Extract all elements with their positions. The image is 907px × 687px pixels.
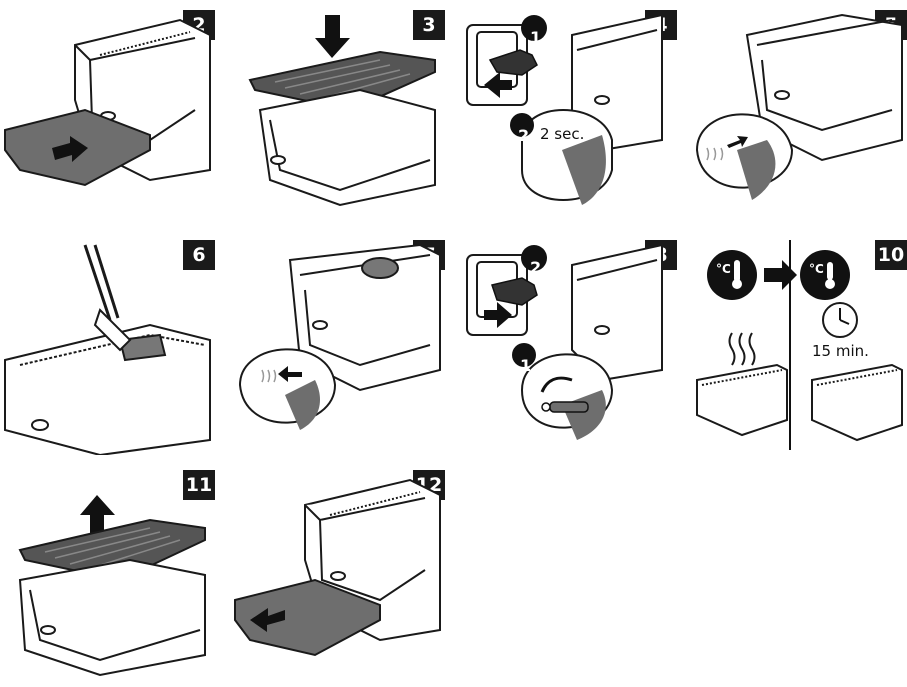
step-7-panel: 7 <box>230 240 445 455</box>
cool-down-illustration <box>696 250 903 442</box>
grill-plate-remove-illustration <box>18 495 206 677</box>
grill-drawer-insert-illustration <box>4 18 211 187</box>
marker-2-label: 2 <box>518 126 530 145</box>
plug-icon <box>491 277 538 306</box>
step-3-panel: 3 <box>230 10 445 225</box>
hold-duration-label: 2 sec. <box>540 125 585 143</box>
thermometer-icon <box>800 250 850 300</box>
push-arrow-icon <box>52 136 88 162</box>
push-arrow-icon <box>484 72 512 98</box>
marker-1-label: 1 <box>520 356 532 375</box>
step-8-panel: 8 2 1 <box>462 240 677 455</box>
celsius-label-hot: °C <box>716 262 731 276</box>
food-tongs-illustration <box>4 244 211 455</box>
step-5-panel: 5 <box>692 10 907 225</box>
plug-icon <box>488 49 538 76</box>
heat-waves-icon <box>706 147 724 161</box>
heat-waves-icon <box>261 369 277 383</box>
step-marker-1 <box>512 343 536 367</box>
step-12-panel: 12 <box>230 470 445 685</box>
celsius-label-cool: °C <box>809 262 824 276</box>
step-number-badge: 11 <box>183 470 215 500</box>
marker-1-label: 1 <box>530 28 542 47</box>
arrow-icon <box>764 260 797 290</box>
pull-arrow-icon <box>250 608 285 632</box>
step-11-panel: 11 <box>0 470 215 685</box>
drip-tray <box>234 578 381 657</box>
step-marker-2 <box>521 245 547 271</box>
step-marker-1 <box>521 15 547 41</box>
step-number-badge: 10 <box>875 240 907 270</box>
up-arrow-icon <box>80 495 115 535</box>
step-2-panel: 2 <box>0 10 215 225</box>
grill-plate-place-illustration <box>248 15 436 207</box>
step-number-badge: 6 <box>183 240 215 270</box>
step-10-panel: 10 °C °C 15 min. <box>692 240 907 455</box>
step-marker-2 <box>510 113 534 137</box>
unplug-illustration <box>466 243 663 440</box>
pull-arrow-icon <box>484 302 512 328</box>
thermometer-icon <box>707 250 757 300</box>
step-6-panel: 6 <box>0 240 215 455</box>
step-4-panel: 4 1 2 2 sec. <box>462 10 677 225</box>
drip-tray-remove-illustration <box>234 478 441 657</box>
switch-off-illustration <box>238 243 441 430</box>
plug-in-power-illustration <box>466 13 663 205</box>
arrow-icon <box>278 366 302 382</box>
heat-waves-icon <box>728 332 756 366</box>
tongs-icon <box>83 244 120 321</box>
wait-time-label: 15 min. <box>812 342 869 360</box>
step-number-badge: 3 <box>413 10 445 40</box>
down-arrow-icon <box>315 15 350 58</box>
rotate-arrow-icon <box>540 376 573 393</box>
marker-2-label: 2 <box>530 258 542 277</box>
divider-line <box>789 240 791 450</box>
arrow-icon <box>727 136 748 148</box>
switch-on-illustration <box>695 13 903 200</box>
